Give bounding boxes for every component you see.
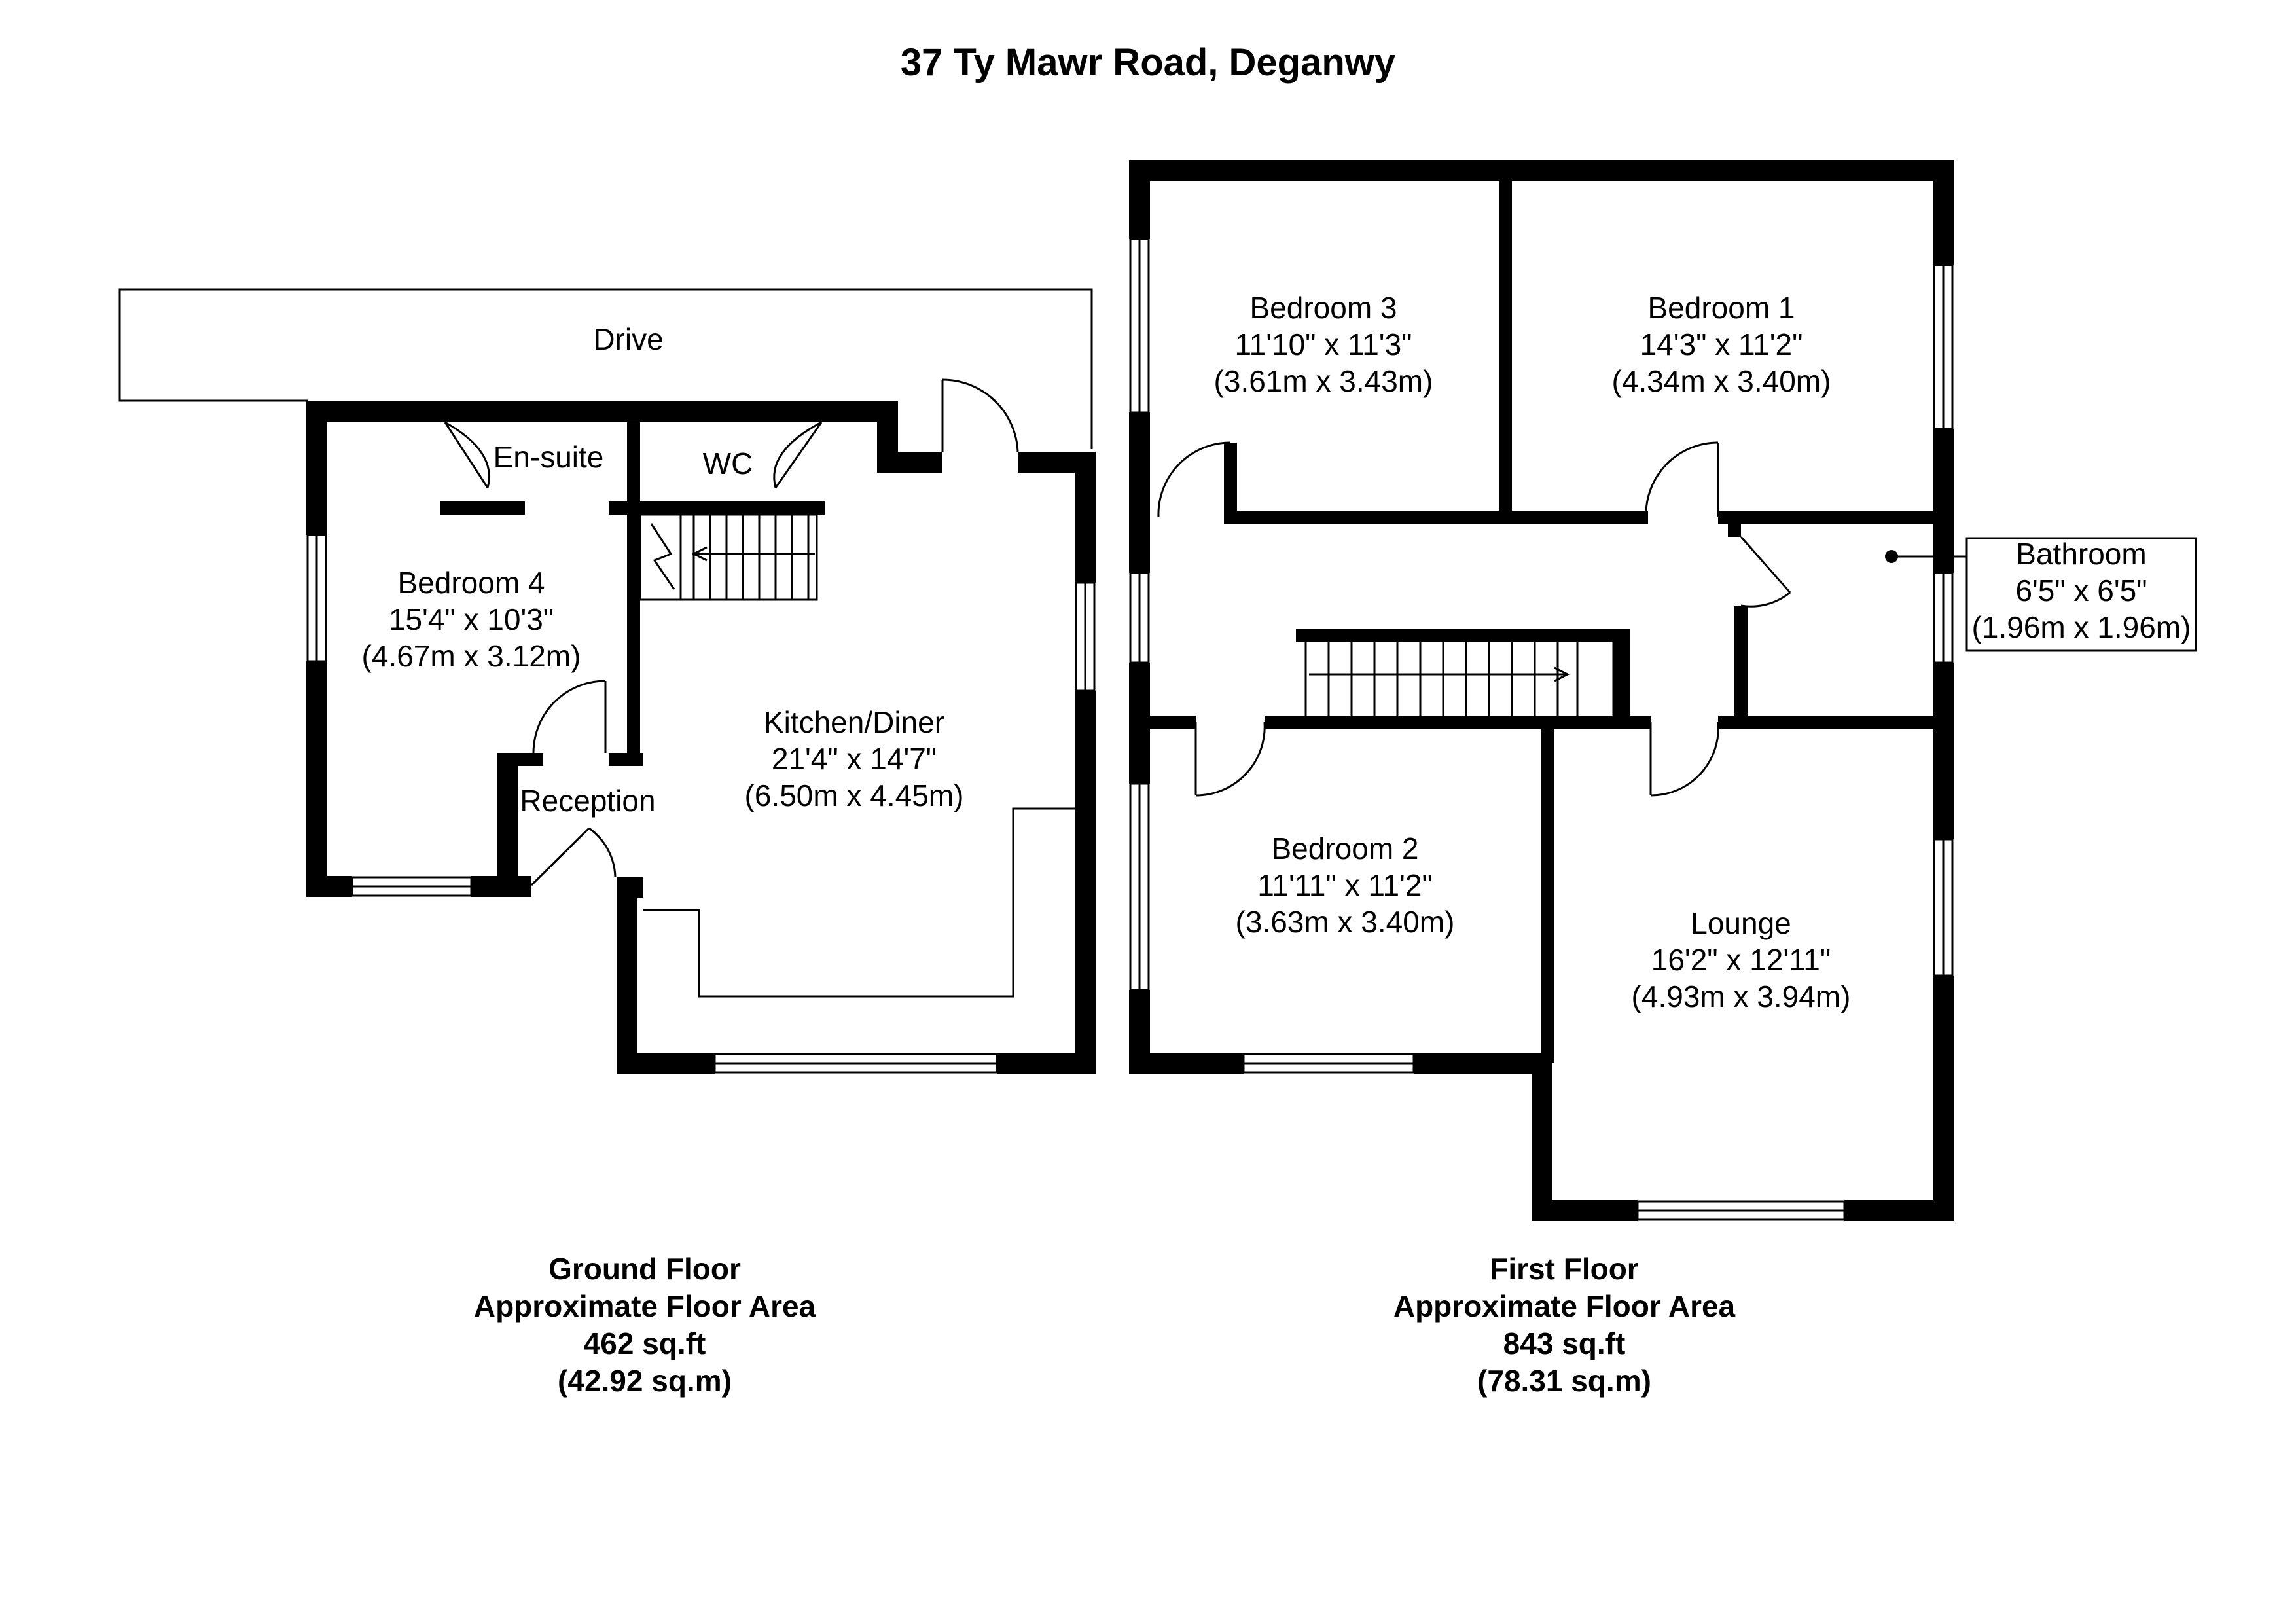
room-dimensions-metric: (4.67m x 3.12m) bbox=[361, 639, 581, 673]
floor-area-label: Approximate Floor Area bbox=[473, 1289, 816, 1323]
room-dimensions-metric: (4.93m x 3.94m) bbox=[1631, 979, 1851, 1013]
floor-area-sqm: (42.92 sq.m) bbox=[558, 1364, 732, 1398]
kitchen-worktop bbox=[643, 807, 1075, 998]
room-label-reception: Reception bbox=[520, 782, 655, 819]
floor-area-sqft: 462 sq.ft bbox=[583, 1326, 706, 1360]
room-label-bedroom-4: Bedroom 4 15'4" x 10'3" (4.67m x 3.12m) bbox=[362, 564, 581, 674]
room-dimensions-metric: (3.61m x 3.43m) bbox=[1213, 364, 1433, 398]
floor-area-sqft: 843 sq.ft bbox=[1503, 1326, 1626, 1360]
room-name: WC bbox=[702, 447, 753, 481]
room-label-drive: Drive bbox=[593, 321, 663, 357]
floor-name: First Floor bbox=[1490, 1252, 1639, 1286]
ground-floor-stairs bbox=[639, 513, 818, 601]
drive-outline bbox=[118, 288, 1093, 449]
room-dimensions-imperial: 15'4" x 10'3" bbox=[388, 602, 554, 636]
room-dimensions-metric: (1.96m x 1.96m) bbox=[1971, 610, 2191, 644]
floor-name: Ground Floor bbox=[548, 1252, 741, 1286]
room-name: Lounge bbox=[1691, 906, 1791, 940]
room-label-lounge: Lounge 16'2" x 12'11" (4.93m x 3.94m) bbox=[1632, 905, 1851, 1015]
room-label-bedroom-1: Bedroom 1 14'3" x 11'2" (4.34m x 3.40m) bbox=[1612, 289, 1831, 399]
floor-area-sqm: (78.31 sq.m) bbox=[1477, 1364, 1651, 1398]
room-name: Bedroom 3 bbox=[1249, 291, 1397, 325]
room-name: En-suite bbox=[493, 440, 604, 474]
room-dimensions-metric: (3.63m x 3.40m) bbox=[1235, 905, 1455, 939]
plan-title: 37 Ty Mawr Road, Deganwy bbox=[900, 41, 1396, 84]
first-floor-area-summary: First Floor Approximate Floor Area 843 s… bbox=[1393, 1250, 1735, 1400]
first-floor-stairs bbox=[1304, 637, 1615, 718]
first-floor-plan bbox=[1129, 160, 2197, 1221]
room-name: Bedroom 2 bbox=[1271, 831, 1419, 866]
room-dimensions-imperial: 6'5" x 6'5" bbox=[2015, 574, 2147, 608]
room-name: Drive bbox=[593, 322, 664, 356]
room-dimensions-imperial: 21'4" x 14'7" bbox=[771, 742, 937, 776]
ground-floor-walls bbox=[306, 401, 1096, 1074]
room-label-bedroom-2: Bedroom 2 11'11" x 11'2" (3.63m x 3.40m) bbox=[1236, 830, 1455, 940]
room-name: Reception bbox=[520, 784, 656, 818]
room-name: Bathroom bbox=[2016, 537, 2147, 571]
room-dimensions-imperial: 16'2" x 12'11" bbox=[1651, 943, 1831, 977]
floor-area-label: Approximate Floor Area bbox=[1393, 1289, 1736, 1323]
room-label-kitchen-diner: Kitchen/Diner 21'4" x 14'7" (6.50m x 4.4… bbox=[745, 704, 964, 814]
first-floor-windows bbox=[1129, 238, 1954, 1221]
room-dimensions-imperial: 11'10" x 11'3" bbox=[1234, 327, 1412, 361]
room-dimensions-imperial: 11'11" x 11'2" bbox=[1257, 868, 1433, 902]
room-label-ensuite: En-suite bbox=[493, 439, 604, 475]
ground-floor-windows bbox=[306, 534, 1096, 1074]
room-label-wc: WC bbox=[703, 445, 753, 482]
room-dimensions-metric: (4.34m x 3.40m) bbox=[1611, 364, 1831, 398]
room-name: Kitchen/Diner bbox=[763, 705, 945, 739]
room-name: Bedroom 1 bbox=[1647, 291, 1795, 325]
first-floor-doors bbox=[1157, 441, 1791, 797]
bathroom-callout bbox=[1885, 537, 2197, 652]
room-label-bedroom-3: Bedroom 3 11'10" x 11'3" (3.61m x 3.43m) bbox=[1214, 289, 1433, 399]
room-dimensions-imperial: 14'3" x 11'2" bbox=[1640, 327, 1803, 361]
room-name: Bedroom 4 bbox=[397, 566, 545, 600]
ground-floor-plan bbox=[118, 288, 1096, 1074]
room-label-bathroom: Bathroom 6'5" x 6'5" (1.96m x 1.96m) bbox=[1972, 536, 2191, 646]
ground-floor-area-summary: Ground Floor Approximate Floor Area 462 … bbox=[474, 1250, 816, 1400]
ground-floor-doors bbox=[444, 378, 1019, 886]
room-dimensions-metric: (6.50m x 4.45m) bbox=[744, 778, 964, 812]
